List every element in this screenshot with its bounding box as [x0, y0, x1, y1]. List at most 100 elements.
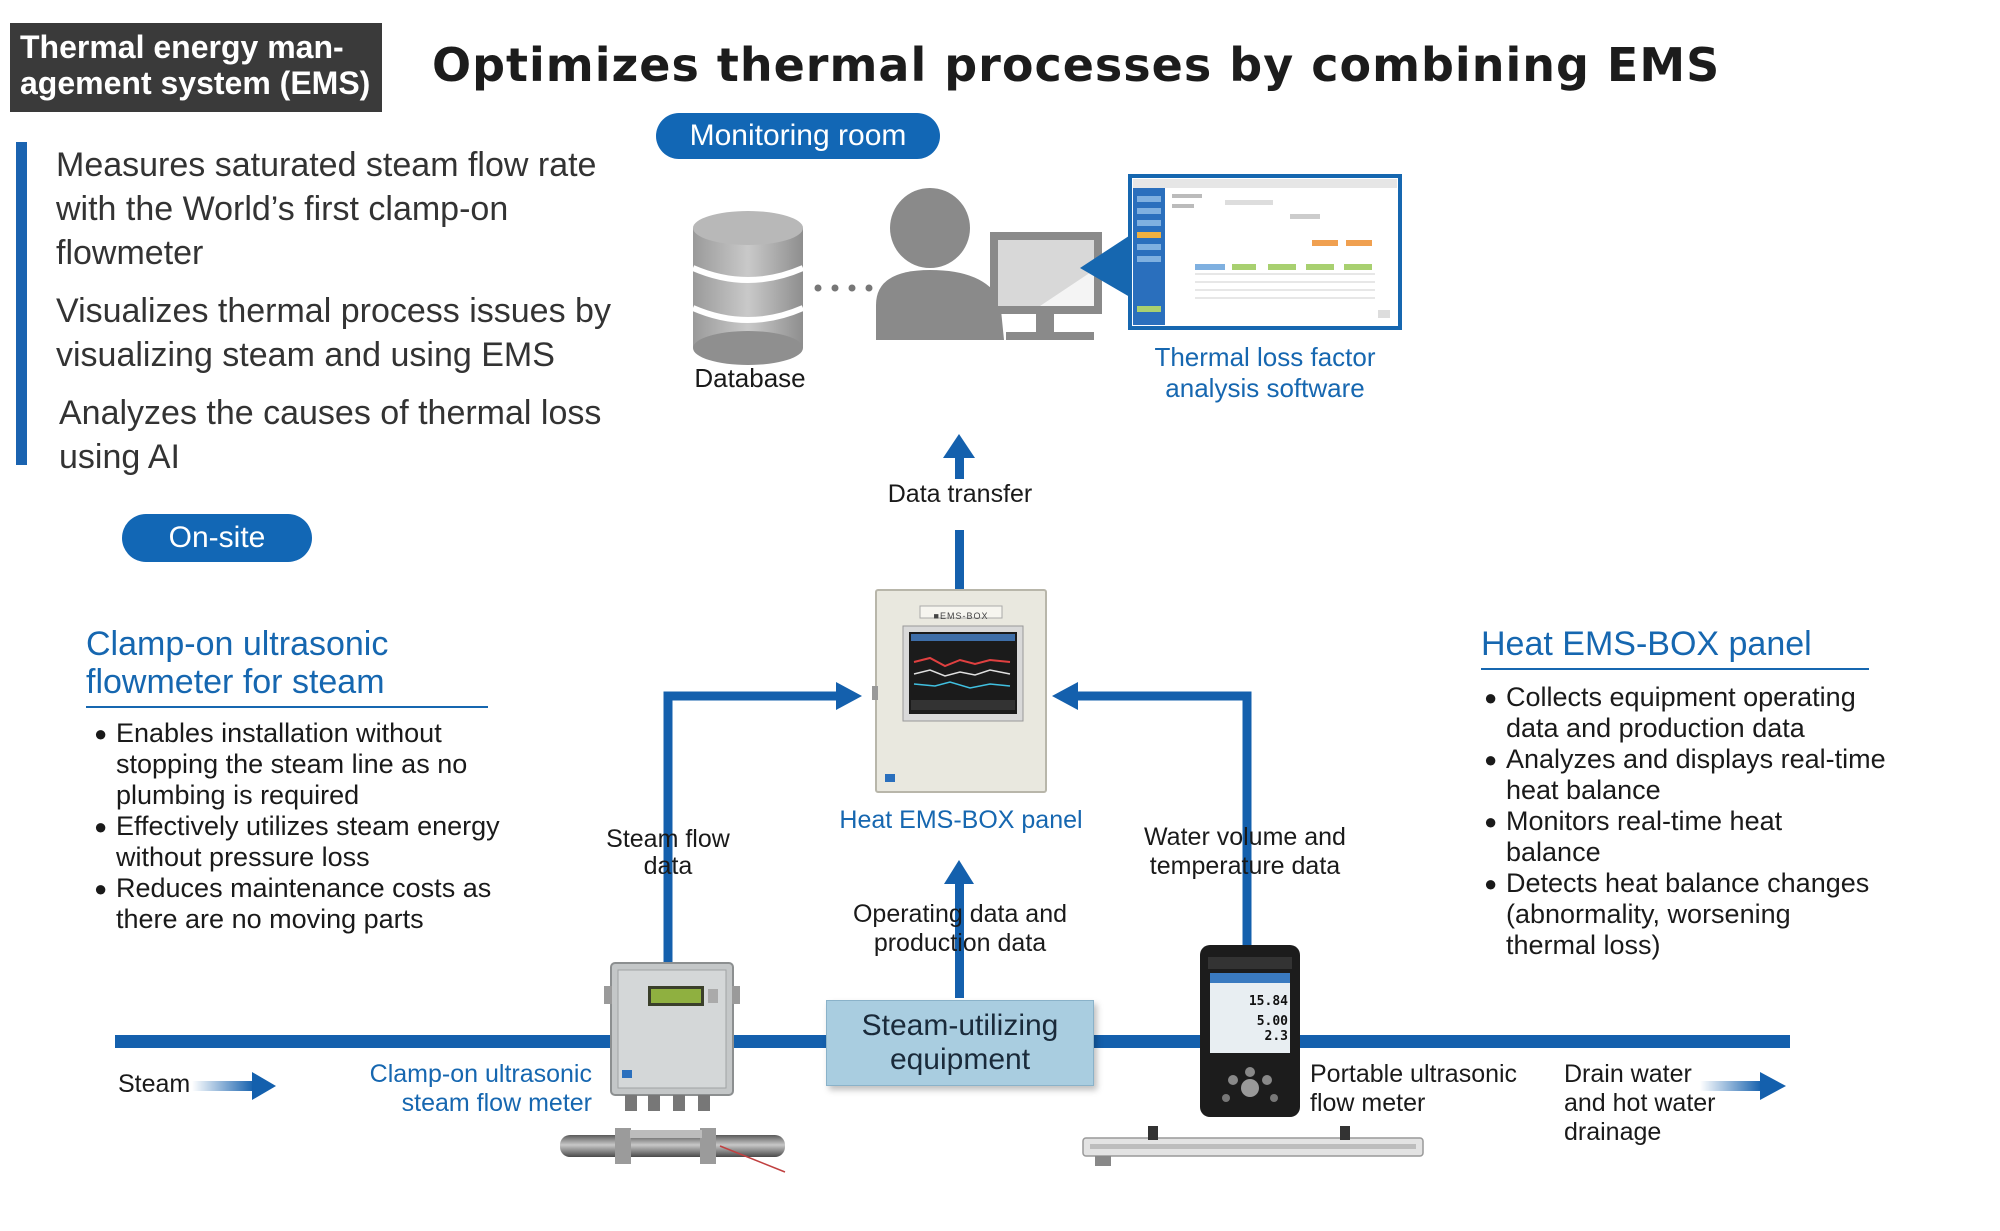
readout-value: 2.3 — [1264, 1029, 1288, 1044]
operator-icon — [876, 188, 1004, 340]
bullet-line: there are no moving parts — [116, 904, 424, 934]
arrow-into-ems-right — [1052, 682, 1078, 710]
page-title: Optimizes thermal processes by combining… — [432, 38, 1721, 92]
data-transfer-connector — [955, 530, 964, 590]
feature-line: flowmeter — [56, 234, 204, 272]
feature-line: visualizing steam and using EMS — [56, 336, 555, 374]
bullet-line: Detects heat balance changes — [1506, 868, 1870, 898]
feature-item: Measures saturated steam flow rate with … — [56, 143, 596, 275]
feature-line: Measures saturated steam flow rate — [56, 146, 597, 184]
database-icon — [691, 211, 805, 365]
ems-box-nameplate: ■EMS-BOX — [933, 611, 989, 621]
steam-direction-arrow — [192, 1072, 276, 1100]
bullet-line: Collects equipment operating — [1506, 682, 1856, 712]
drain-label: Drain water and hot water drainage — [1564, 1060, 1716, 1147]
operating-data-connector — [955, 880, 964, 998]
arrow-into-ems-bottom — [944, 860, 974, 884]
bullet-line: heat balance — [1506, 775, 1661, 805]
clamp-heading-underline — [86, 706, 488, 708]
steam-flow-connector — [663, 691, 838, 965]
label-line: and hot water — [1564, 1089, 1716, 1117]
water-data-connector — [1074, 691, 1252, 945]
bullet-line: Enables installation without — [116, 718, 442, 748]
feature-item: Analyzes the causes of thermal loss usin… — [59, 391, 601, 479]
clamp-heading-line2: flowmeter for steam — [86, 663, 385, 701]
clamp-on-meter-image — [604, 962, 740, 1111]
portable-readout: 15.84 5.00 2.3 — [1244, 994, 1288, 1044]
monitor-icon — [990, 232, 1102, 340]
bullet-line: Monitors real-time heat — [1506, 806, 1783, 836]
label-line: Water volume and — [1144, 823, 1346, 851]
feature-line: Analyzes the causes of thermal loss — [59, 394, 602, 432]
system-badge-line2: agement system (EMS) — [20, 65, 371, 101]
feature-line: with the World’s first clamp-on — [56, 190, 509, 228]
data-transfer-connector-top — [955, 455, 964, 479]
portable-meter-label: Portable ultrasonic flow meter — [1310, 1060, 1517, 1118]
label-line: Drain water — [1564, 1060, 1692, 1088]
heat-section-heading: Heat EMS-BOX panel — [1481, 625, 1812, 663]
steam-equipment-line1: Steam-utilizing — [861, 1009, 1059, 1042]
steam-flow-data-label: Steam flow data — [588, 826, 748, 880]
list-item: Effectively utilizes steam energy withou… — [94, 811, 524, 873]
monitoring-room-pill: Monitoring room — [656, 113, 940, 159]
software-screenshot — [1128, 174, 1402, 330]
data-transfer-label: Data transfer — [887, 480, 1033, 508]
label-line: steam flow meter — [401, 1089, 592, 1117]
database-label: Database — [694, 363, 806, 393]
list-item: Monitors real-time heat balance — [1484, 806, 1924, 868]
bullet-line: stopping the steam line as no — [116, 749, 468, 779]
bullet-line: data and production data — [1506, 713, 1805, 743]
bullet-line: (abnormality, worsening — [1506, 899, 1791, 929]
ems-box-panel-image — [872, 589, 1047, 793]
bullet-line: thermal loss) — [1506, 930, 1661, 960]
operating-data-label: Operating data and production data — [830, 900, 1090, 958]
clamp-section-heading: Clamp-on ultrasonic flowmeter for steam — [86, 625, 388, 701]
clamp-on-pipe-image — [560, 1128, 786, 1173]
bullet-line: balance — [1506, 837, 1601, 867]
bullet-line: Effectively utilizes steam energy — [116, 811, 500, 841]
portable-meter-image — [1200, 945, 1300, 1117]
software-label-line2: analysis software — [1165, 373, 1365, 403]
feature-accent-bar — [16, 142, 27, 465]
steam-label: Steam — [118, 1070, 191, 1098]
label-line: Operating data and — [852, 900, 1068, 928]
list-item: Collects equipment operating data and pr… — [1484, 682, 1924, 744]
bullet-line: Reduces maintenance costs as — [116, 873, 492, 903]
bullet-line: plumbing is required — [116, 780, 360, 810]
heat-heading-underline — [1481, 668, 1869, 670]
feature-line: Visualizes thermal process issues by — [56, 292, 611, 330]
label-line: flow meter — [1310, 1089, 1426, 1117]
label-line: Steam flow — [606, 825, 730, 853]
heat-bullet-list: Collects equipment operating data and pr… — [1484, 682, 1924, 961]
feature-line: using AI — [59, 438, 180, 476]
drain-direction-arrow — [1700, 1072, 1786, 1100]
label-line: data — [643, 852, 693, 880]
readout-value: 15.84 — [1248, 994, 1288, 1009]
bullet-line: without pressure loss — [116, 842, 370, 872]
label-line: Clamp-on ultrasonic — [369, 1060, 592, 1088]
database-link-dots — [814, 284, 873, 292]
label-line: temperature data — [1149, 852, 1341, 880]
steam-equipment-line2: equipment — [889, 1043, 1031, 1076]
list-item: Enables installation without stopping th… — [94, 718, 524, 811]
software-label-line1: Thermal loss factor — [1154, 342, 1376, 372]
on-site-pill: On-site — [122, 514, 312, 562]
clamp-bullet-list: Enables installation without stopping th… — [94, 718, 524, 935]
software-label: Thermal loss factor analysis software — [1130, 342, 1400, 404]
label-line: production data — [873, 929, 1047, 957]
water-volume-data-label: Water volume and temperature data — [1120, 823, 1370, 881]
ems-box-caption: Heat EMS-BOX panel — [839, 806, 1083, 834]
list-item: Analyzes and displays real-time heat bal… — [1484, 744, 1924, 806]
arrow-into-ems-left — [836, 682, 862, 710]
list-item: Detects heat balance changes (abnormalit… — [1484, 868, 1924, 961]
list-item: Reduces maintenance costs as there are n… — [94, 873, 524, 935]
readout-value: 5.00 — [1256, 1014, 1288, 1029]
label-line: Portable ultrasonic — [1310, 1060, 1518, 1088]
software-callout-pointer — [1080, 232, 1135, 300]
steam-equipment-box: Steam-utilizing equipment — [826, 1000, 1094, 1086]
label-line: drainage — [1564, 1118, 1662, 1146]
clamp-meter-label: Clamp-on ultrasonic steam flow meter — [352, 1060, 592, 1118]
system-badge: Thermal energy man- agement system (EMS) — [10, 23, 382, 112]
clamp-heading-line1: Clamp-on ultrasonic — [86, 625, 389, 663]
